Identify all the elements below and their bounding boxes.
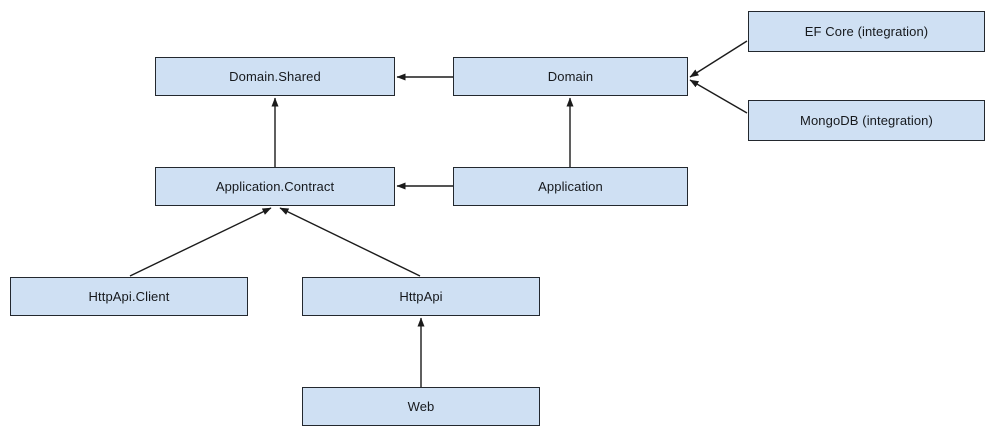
edge-ef-core-to-domain [689,40,748,78]
node-label: MongoDB (integration) [800,113,933,128]
node-domain[interactable]: Domain [453,57,688,96]
dependency-arrows [129,40,748,387]
edge-httpapi-to-application-contract [279,207,421,277]
node-label: HttpApi.Client [88,289,170,304]
node-web[interactable]: Web [302,387,540,426]
node-mongodb[interactable]: MongoDB (integration) [748,100,985,141]
node-httpapi-client[interactable]: HttpApi.Client [10,277,248,316]
node-domain-shared[interactable]: Domain.Shared [155,57,395,96]
node-label: HttpApi [399,289,443,304]
node-label: Domain.Shared [229,69,321,84]
node-ef-core[interactable]: EF Core (integration) [748,11,985,52]
node-label: Web [407,399,435,414]
node-httpapi[interactable]: HttpApi [302,277,540,316]
edge-mongodb-to-domain [689,79,748,114]
node-label: Application.Contract [215,179,335,194]
edge-httpapi-client-to-application-contract [129,207,272,277]
node-label: Domain [547,69,594,84]
node-application[interactable]: Application [453,167,688,206]
node-label: Application [538,179,603,194]
node-application-contract[interactable]: Application.Contract [155,167,395,206]
node-label: EF Core (integration) [804,24,929,39]
